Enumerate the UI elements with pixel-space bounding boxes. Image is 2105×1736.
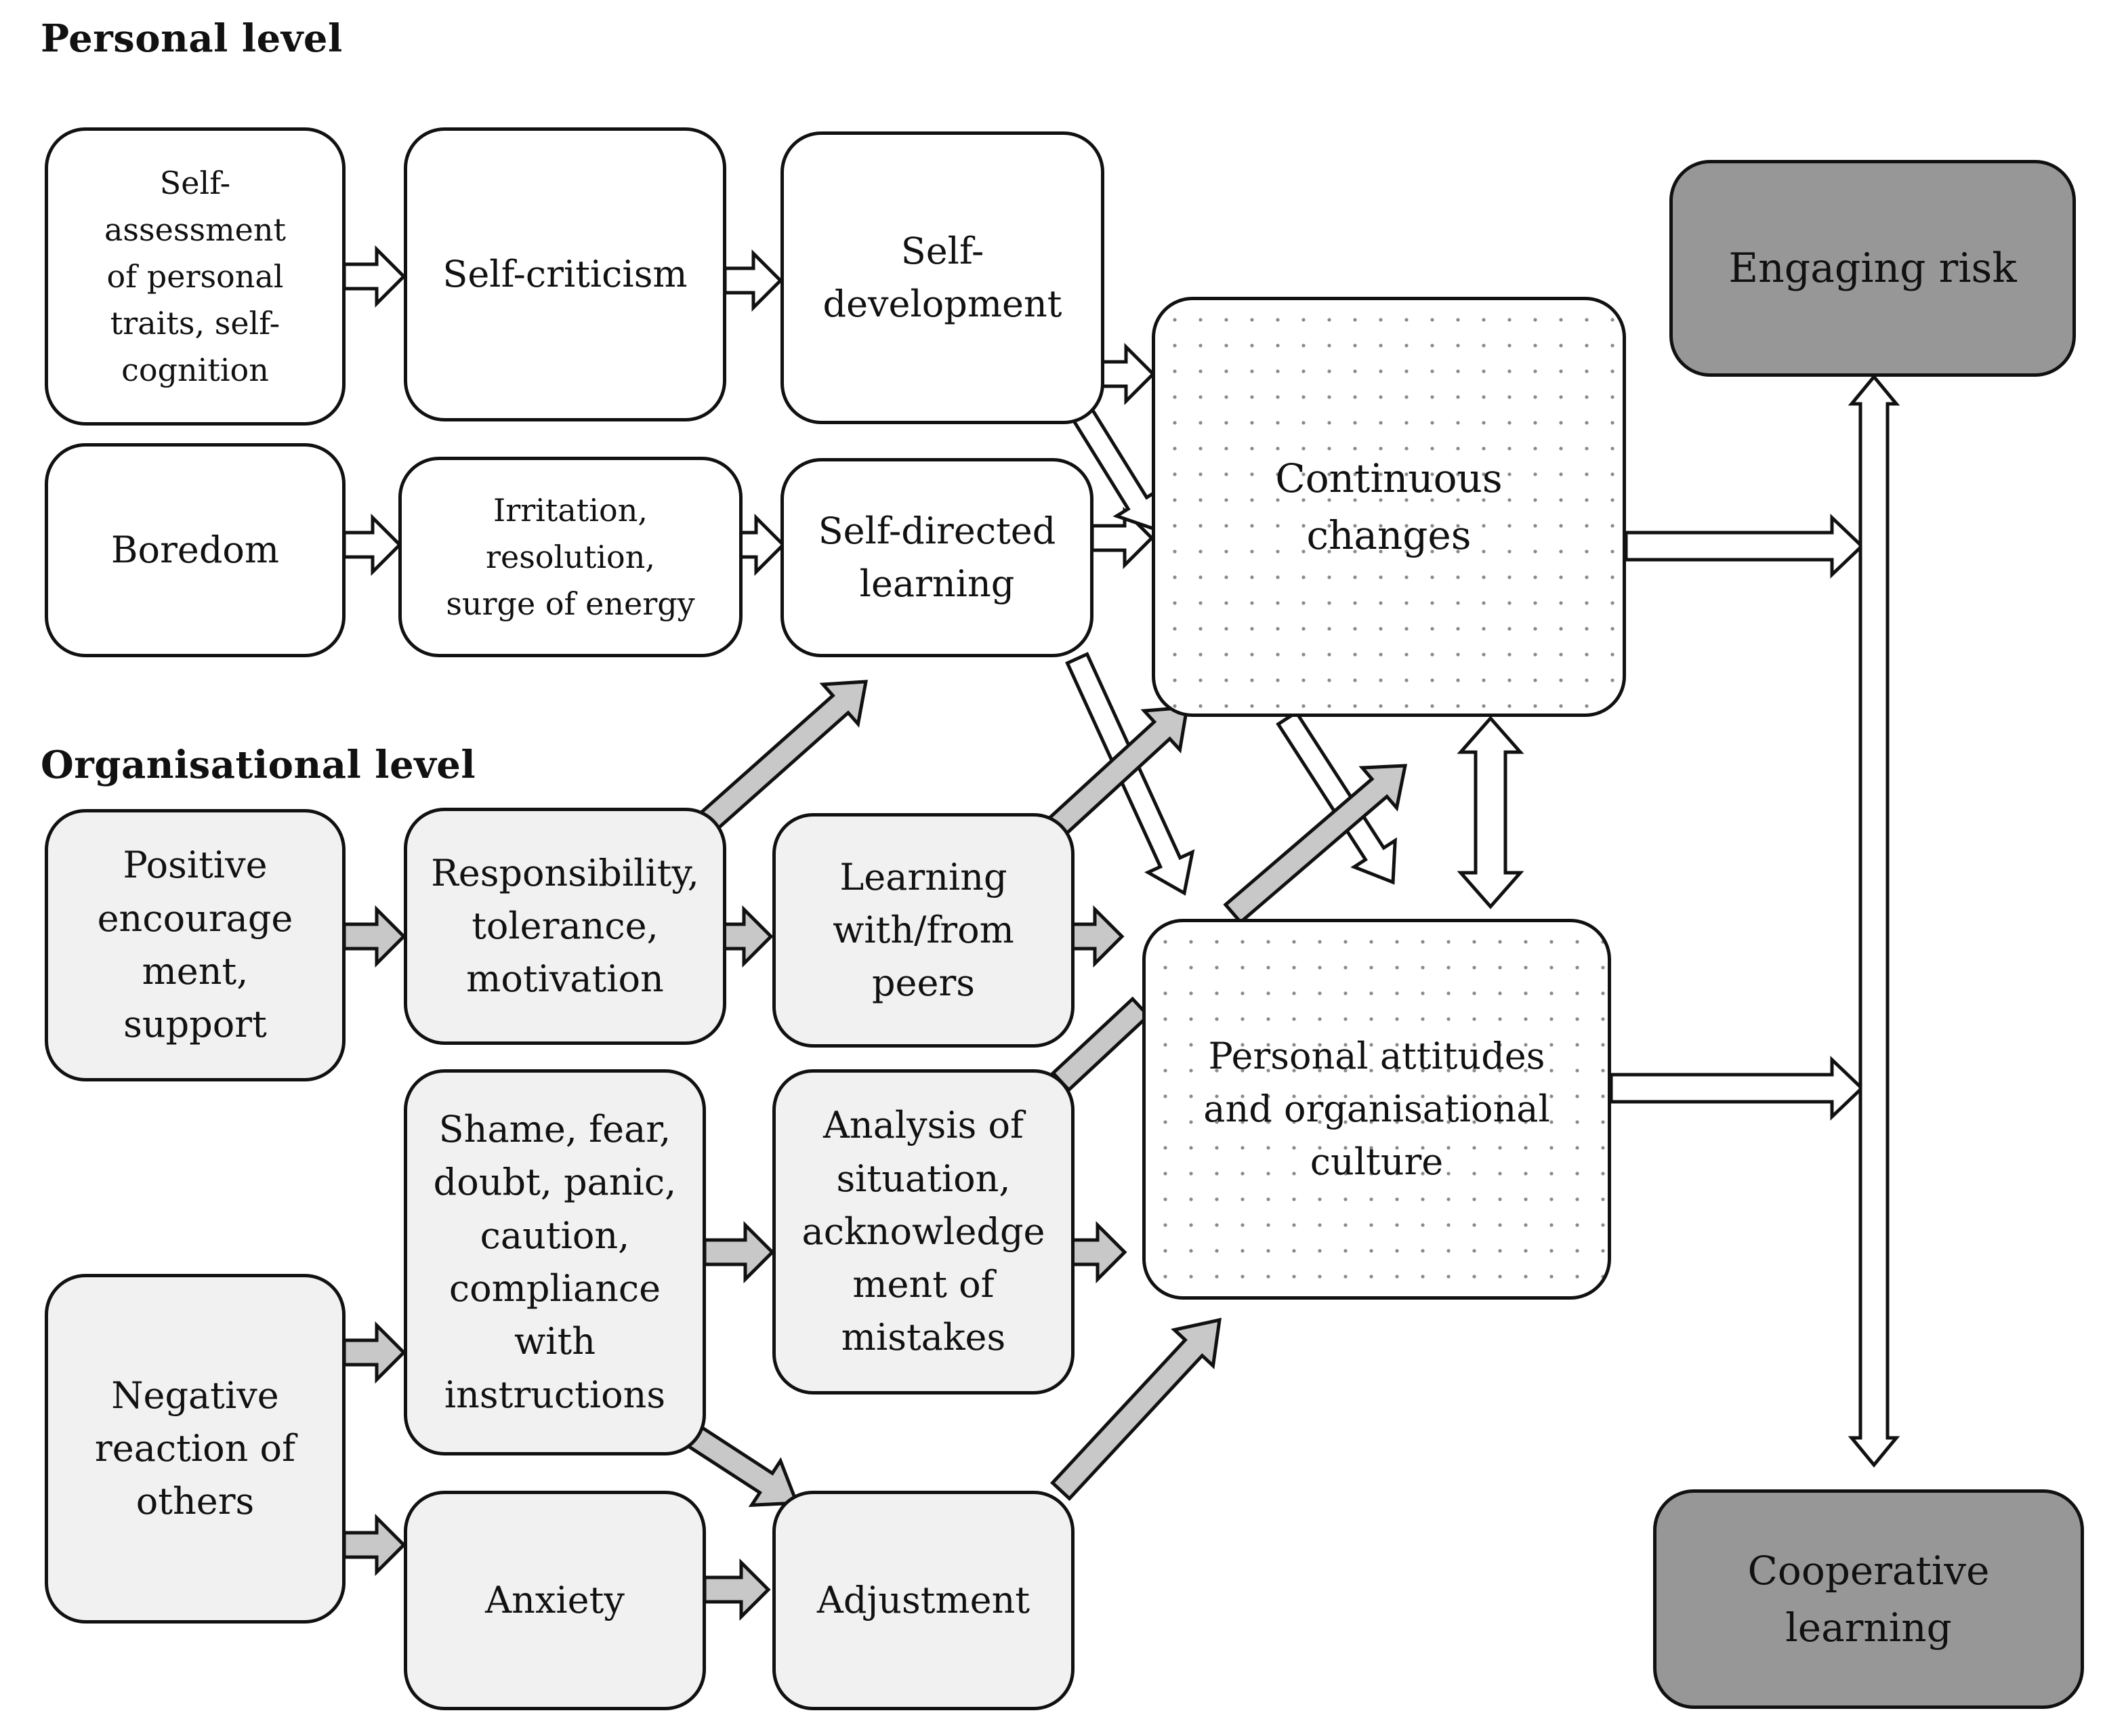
- learning-with-peers-box: Learning with/from peers: [772, 813, 1075, 1048]
- self-criticism-box: Self-criticism: [404, 127, 726, 421]
- arrow-negative-to-shame: [342, 1321, 407, 1384]
- arrow-personal-attitudes-to-outcomes: [1609, 1056, 1864, 1121]
- arrow-learning-peers-to-personal-attitudes: [1066, 905, 1125, 968]
- arrow-positive-to-responsibility: [342, 905, 407, 968]
- arrow-personal-attitudes-to-continuous-changes: [1223, 764, 1408, 925]
- arrow-self-criticism-to-self-development: [723, 249, 783, 312]
- arrow-continuous-changes-to-outcomes: [1624, 514, 1864, 579]
- adjustment-box: Adjustment: [772, 1491, 1075, 1710]
- cooperative-learning-box: Cooperative learning: [1653, 1489, 2084, 1709]
- analysis-of-situation-box: Analysis of situation, acknowledge ment …: [772, 1069, 1075, 1394]
- arrow-shame-to-analysis: [703, 1220, 775, 1284]
- arrow-shame-to-adjustment: [680, 1420, 799, 1508]
- negative-reaction-box: Negative reaction of others: [45, 1274, 346, 1624]
- positive-encouragement-box: Positive encourage ment, support: [45, 809, 346, 1081]
- boredom-box: Boredom: [45, 443, 346, 657]
- shame-fear-box: Shame, fear, doubt, panic, caution, comp…: [404, 1069, 706, 1455]
- arrow-self-assessment-to-self-criticism: [342, 245, 407, 308]
- double-arrow-risk-cooperative: [1848, 374, 1900, 1468]
- irritation-box: Irritation, resolution, surge of energy: [398, 457, 743, 657]
- arrow-adjustment-to-personal-attitudes: [1049, 1317, 1222, 1502]
- arrow-continuous-changes-to-personal-attitudes: [1276, 709, 1397, 885]
- self-directed-learning-box: Self-directed learning: [780, 458, 1093, 657]
- arrow-analysis-to-personal-attitudes-right: [1066, 1220, 1127, 1284]
- arrow-learning-peers-to-continuous-changes: [1046, 705, 1189, 838]
- personal-attitudes-box: Personal attitudes and organisational cu…: [1142, 919, 1611, 1300]
- arrow-anxiety-to-adjustment: [703, 1558, 771, 1621]
- engaging-risk-box: Engaging risk: [1669, 160, 2076, 377]
- organisational-level-heading: Organisational level: [41, 743, 476, 787]
- self-assessment-box: Self- assessment of personal traits, sel…: [45, 127, 346, 426]
- continuous-changes-box: Continuous changes: [1152, 297, 1626, 717]
- double-arrow-changes-attitudes: [1457, 716, 1524, 909]
- anxiety-box: Anxiety: [404, 1491, 706, 1710]
- responsibility-box: Responsibility, tolerance, motivation: [404, 808, 726, 1045]
- personal-level-heading: Personal level: [41, 16, 343, 61]
- self-development-box: Self- development: [780, 131, 1104, 424]
- arrow-boredom-to-irritation: [342, 513, 402, 577]
- arrow-negative-to-anxiety: [342, 1513, 407, 1577]
- arrow-responsibility-to-self-directed: [699, 680, 869, 833]
